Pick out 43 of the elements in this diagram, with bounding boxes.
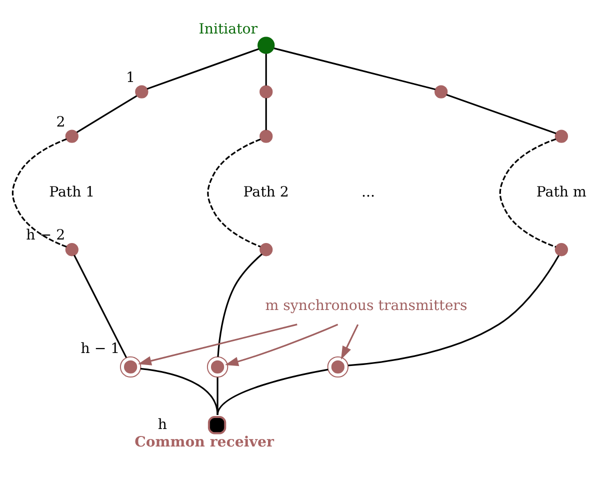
node-label: 1 xyxy=(126,69,136,86)
connector xyxy=(274,47,436,90)
connector xyxy=(207,138,261,247)
node-label: h − 2 xyxy=(26,227,66,244)
node-circle xyxy=(206,356,228,378)
node-label: 2 xyxy=(56,114,66,130)
node-circle xyxy=(260,129,273,142)
connector xyxy=(74,254,128,358)
node-circle xyxy=(260,84,273,98)
node-circle xyxy=(327,356,349,378)
arrow xyxy=(225,323,338,366)
connector xyxy=(76,94,138,132)
arrow xyxy=(340,324,359,360)
node-circle xyxy=(120,356,142,378)
connector xyxy=(140,367,218,415)
arrow xyxy=(138,323,298,365)
connector xyxy=(12,138,67,248)
node-circle xyxy=(65,129,78,142)
connector xyxy=(499,138,556,248)
connector xyxy=(216,368,328,415)
label: Path 2 xyxy=(243,184,289,200)
node-label: Common receiver xyxy=(134,434,274,450)
connector xyxy=(265,53,267,86)
node-circle xyxy=(65,242,78,256)
node-circle xyxy=(260,242,273,256)
connector xyxy=(348,254,560,366)
label: Path 1 xyxy=(49,184,95,200)
connector xyxy=(146,48,259,90)
node-circle xyxy=(135,84,148,98)
label: Path m xyxy=(536,184,586,200)
label: ... xyxy=(362,184,375,200)
node-circle xyxy=(258,36,275,54)
node-circle xyxy=(554,129,568,142)
node-circle xyxy=(554,242,568,256)
node-text: m synchronous transmitters xyxy=(265,297,468,314)
connector xyxy=(265,98,267,130)
node-circle xyxy=(434,84,448,98)
node-label: h − 1 xyxy=(80,340,120,356)
node-label: Initiator xyxy=(198,20,258,37)
connector xyxy=(216,376,218,414)
connector xyxy=(446,94,556,134)
node-label: h xyxy=(158,416,167,432)
connector xyxy=(217,252,262,356)
